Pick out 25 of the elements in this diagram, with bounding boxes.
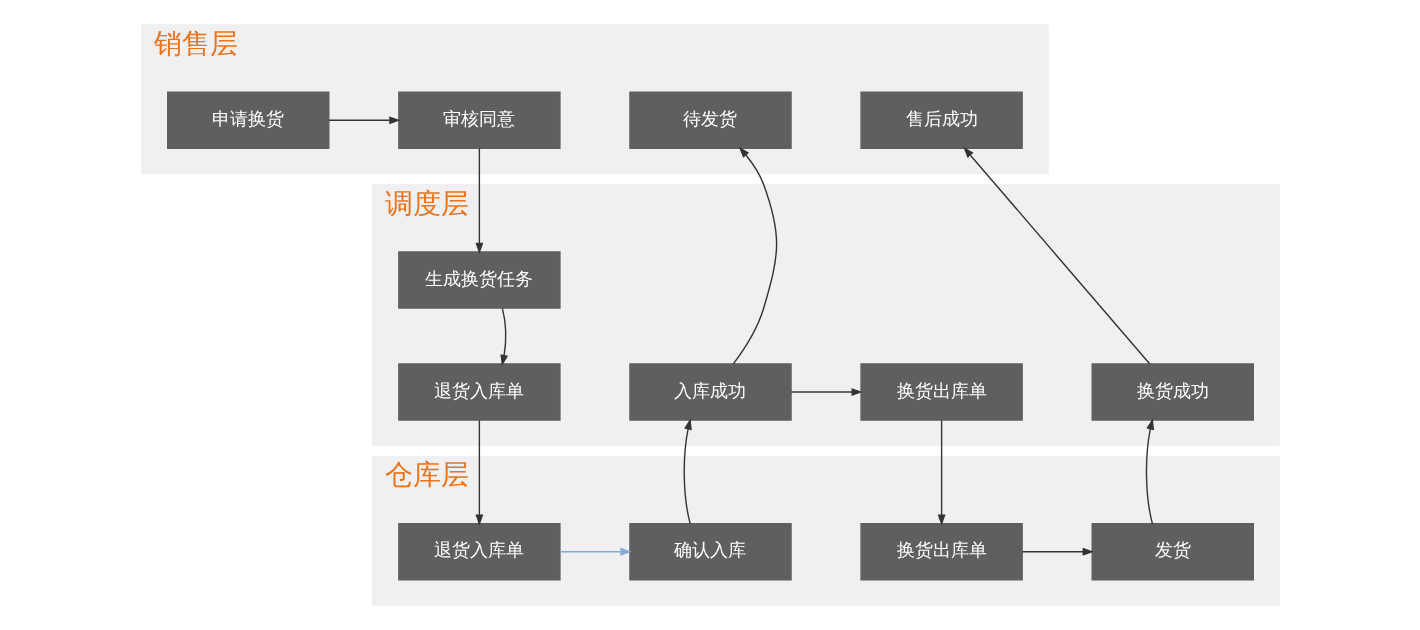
node-box: 换货出库单 — [859, 363, 1023, 421]
arrow — [559, 547, 632, 556]
node-box: 确认入库 — [628, 523, 792, 581]
arrow — [790, 388, 863, 396]
node-box: 退货入库单 — [397, 363, 561, 421]
node-box: 申请换货 — [166, 91, 329, 149]
arrow — [1145, 418, 1154, 525]
arrow — [962, 146, 1150, 365]
arrow — [474, 147, 483, 255]
node-box: 售后成功 — [859, 91, 1023, 149]
node-box: 生成换货任务 — [397, 251, 561, 309]
node-box: 待发货 — [628, 91, 792, 149]
arrow — [474, 419, 483, 526]
node-box: 审核同意 — [397, 91, 561, 149]
node-box: 入库成功 — [628, 363, 792, 421]
arrow — [499, 307, 508, 366]
arrow — [937, 419, 946, 526]
arrow — [732, 146, 777, 365]
arrow — [683, 418, 692, 525]
node-box: 换货出库单 — [859, 523, 1023, 581]
node-box: 发货 — [1091, 523, 1254, 581]
node-box: 换货成功 — [1091, 363, 1254, 421]
arrow — [327, 116, 400, 125]
arrow — [1021, 547, 1094, 556]
node-box: 退货入库单 — [397, 523, 561, 581]
